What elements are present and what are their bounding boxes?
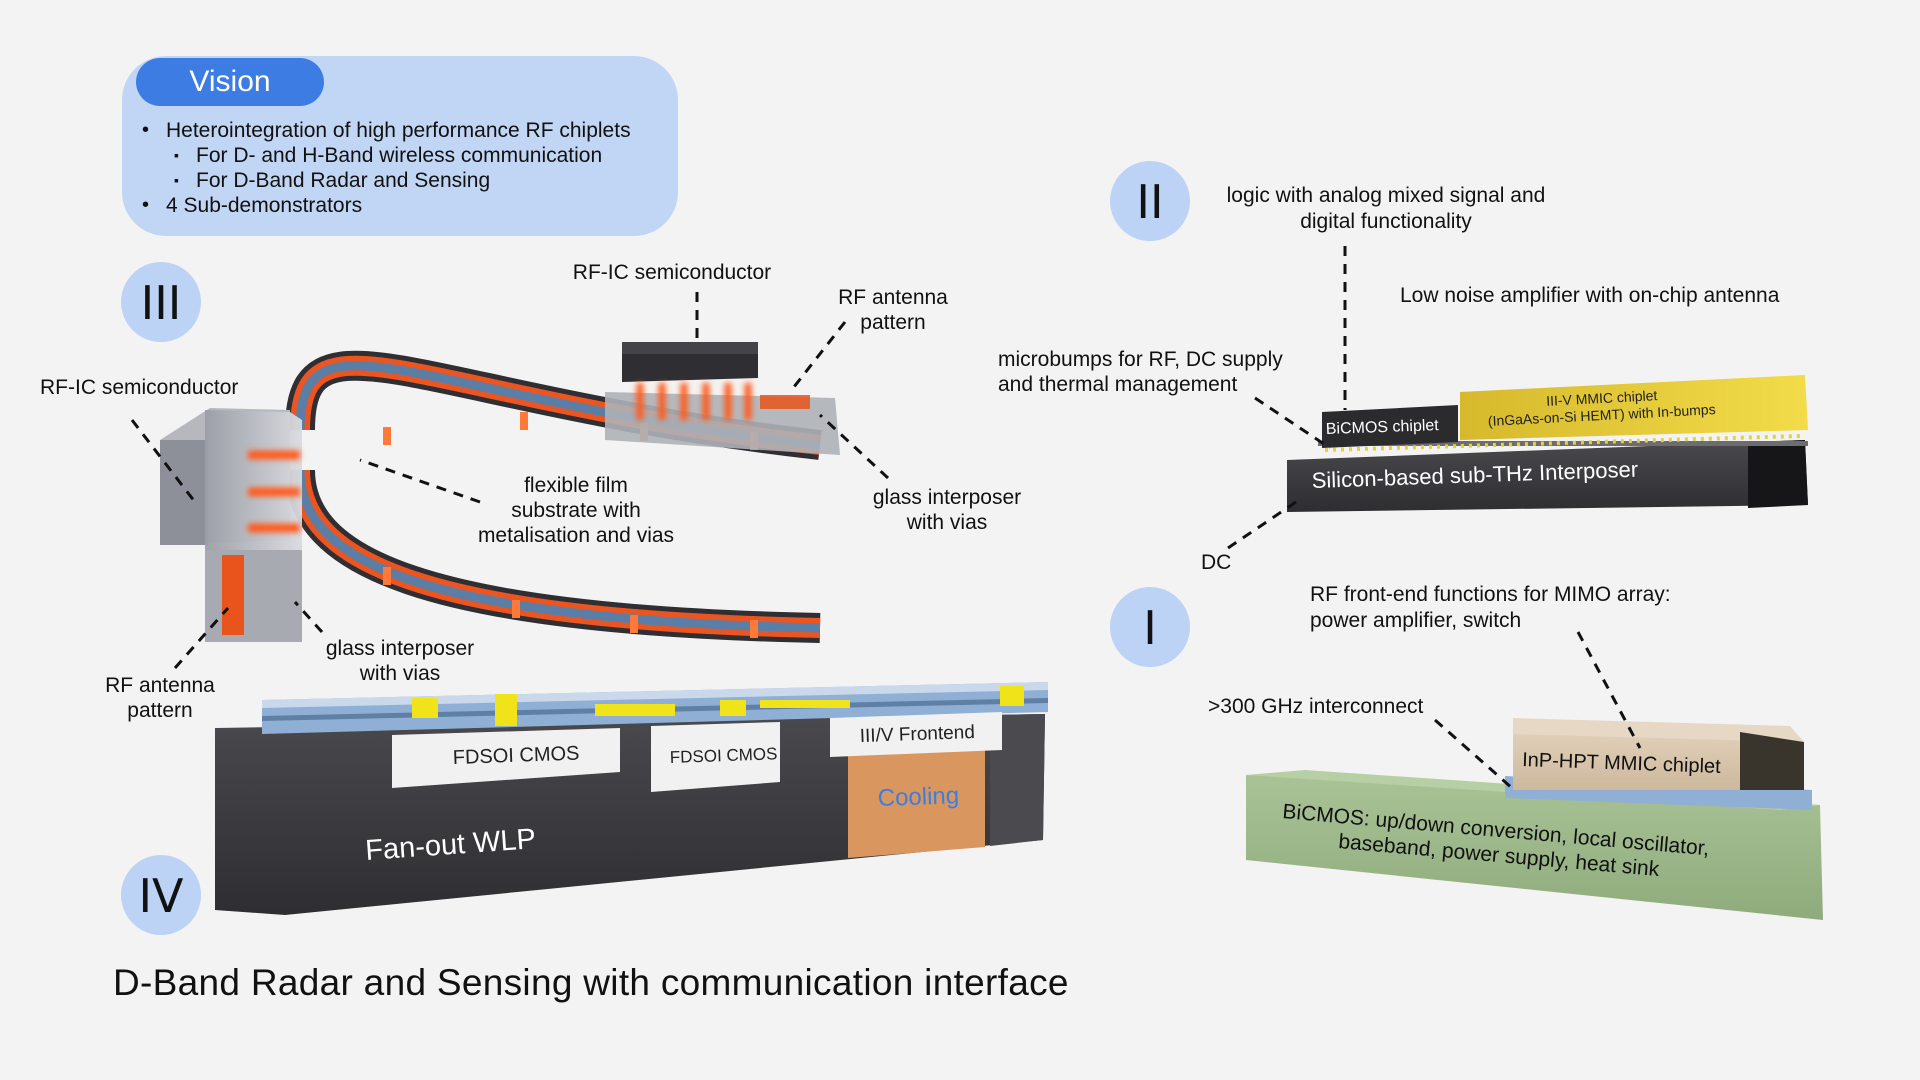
badge-three: III [121, 262, 201, 342]
label-logic-2: digital functionality [1300, 210, 1472, 233]
leader-microbumps [1254, 396, 1331, 450]
label-antenna-top-1: RF antenna [838, 286, 948, 309]
badge-four: IV [121, 855, 201, 935]
label-film-1: flexible film [524, 474, 628, 497]
label-rf-ic-top: RF-IC semiconductor [573, 261, 771, 284]
leader-antenna-top [788, 321, 847, 393]
bicmos-assembly [1246, 718, 1823, 920]
label-film-2: substrate with [511, 499, 641, 522]
label-dc: DC [1201, 551, 1231, 574]
badge-four-label: IV [138, 869, 184, 923]
leader-interconnect [1434, 718, 1513, 790]
vision-box: Vision Heterointegration of high perform… [122, 56, 678, 236]
bicmos-chiplet-label: BiCMOS chiplet [1326, 417, 1440, 438]
badge-one-label: I [1143, 601, 1157, 655]
cooling-label: Cooling [877, 782, 959, 812]
interposer-assembly [1287, 375, 1808, 512]
chip-iiiv-frontend: III/V Frontend [859, 722, 975, 747]
label-frontend-1: RF front-end functions for MIMO array: [1310, 583, 1671, 606]
label-antenna-top-2: pattern [860, 311, 925, 334]
label-logic-1: logic with analog mixed signal and [1227, 184, 1546, 207]
badge-three-label: III [141, 276, 182, 330]
badge-one: I [1110, 587, 1190, 667]
vision-item: 4 Sub-demonstrators [136, 193, 631, 218]
leader-dc [1227, 500, 1297, 550]
label-microbumps-2: and thermal management [998, 373, 1237, 396]
footer-caption: D-Band Radar and Sensing with communicat… [113, 962, 1069, 1003]
label-glass-right-1: glass interposer [873, 486, 1021, 509]
leader-glass-left [293, 600, 324, 634]
label-microbumps-1: microbumps for RF, DC supply [998, 348, 1283, 371]
label-lna: Low noise amplifier with on-chip antenna [1400, 284, 1780, 307]
bicmos-chiplet-block [1322, 405, 1458, 448]
vision-subitem: For D-Band Radar and Sensing [136, 168, 631, 193]
mmic-label-1: III-V MMIC chiplet [1546, 387, 1658, 409]
cooling-block [848, 748, 985, 858]
vision-title: Vision [136, 58, 324, 106]
label-frontend-2: power amplifier, switch [1310, 609, 1521, 632]
label-glass-right-2: with vias [906, 511, 988, 534]
chip-fdsoi-1: FDSOI CMOS [452, 743, 579, 769]
leader-glass-right [818, 413, 890, 480]
label-antenna-left-2: pattern [127, 699, 192, 722]
leader-frontend [1576, 631, 1642, 749]
badge-two-label: II [1136, 175, 1163, 229]
leader-film [359, 458, 481, 504]
label-rf-ic-left: RF-IC semiconductor [40, 376, 238, 399]
label-glass-left-1: glass interposer [326, 637, 474, 660]
label-interconnect: >300 GHz interconnect [1208, 695, 1424, 718]
badge-two: II [1110, 161, 1190, 241]
leader-antenna-left [173, 607, 230, 669]
vision-list: Heterointegration of high performance RF… [136, 118, 631, 218]
flex-film-assembly [160, 342, 840, 643]
label-film-3: metalisation and vias [478, 524, 674, 547]
label-glass-left-2: with vias [359, 662, 441, 685]
chip-fdsoi-2: FDSOI CMOS [669, 744, 777, 767]
vision-item: Heterointegration of high performance RF… [136, 118, 631, 143]
label-antenna-left-1: RF antenna [105, 674, 215, 697]
vision-subitem: For D- and H-Band wireless communication [136, 143, 631, 168]
fan-out-wlp-assembly [215, 682, 1048, 915]
mmic-chiplet-block [1460, 375, 1808, 440]
